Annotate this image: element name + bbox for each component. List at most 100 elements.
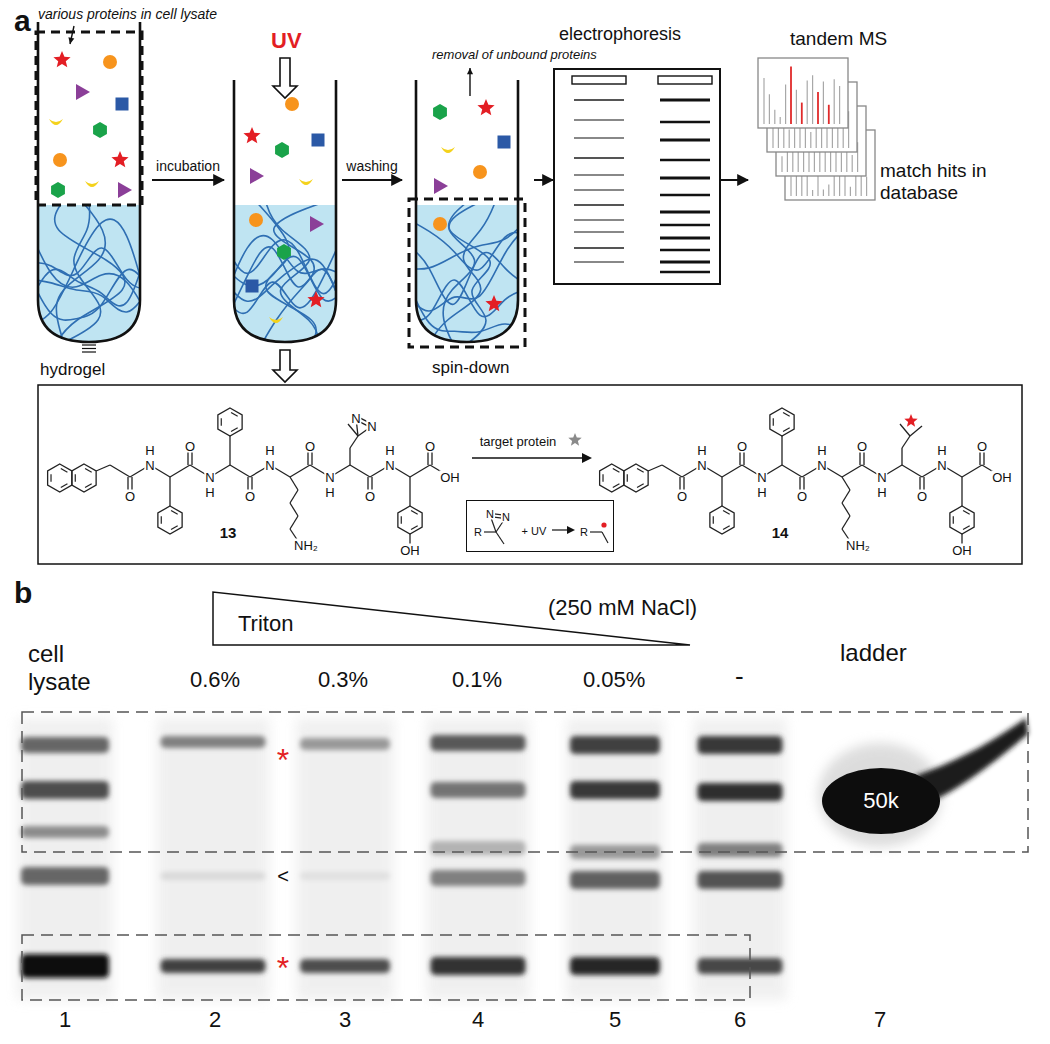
bond bbox=[722, 465, 742, 477]
protein-star bbox=[111, 151, 128, 167]
atom-label: O bbox=[796, 490, 808, 503]
gel-band bbox=[660, 271, 710, 273]
node-note: hydrogel bbox=[40, 360, 105, 380]
spectrum-peak bbox=[810, 132, 811, 148]
lane-label: 0.05% bbox=[583, 668, 645, 692]
lane-label: 0.6% bbox=[190, 668, 240, 692]
dashed-region bbox=[409, 199, 525, 347]
protein-moon bbox=[441, 147, 455, 153]
bond bbox=[411, 511, 418, 515]
protein-band bbox=[570, 871, 660, 889]
protein-hex bbox=[51, 182, 65, 198]
bond bbox=[50, 474, 51, 482]
atom-label: O bbox=[676, 490, 688, 503]
atom-label: O bbox=[184, 440, 196, 453]
dashed-region bbox=[22, 935, 750, 1000]
protein-hex bbox=[277, 244, 291, 260]
spectrum-peak bbox=[796, 90, 797, 124]
spectrum-peak bbox=[790, 67, 792, 124]
protein-band bbox=[698, 871, 783, 889]
flow-arrow bbox=[342, 179, 402, 181]
spectrum-peak bbox=[843, 128, 844, 148]
gel-band bbox=[574, 119, 624, 121]
gel-band bbox=[660, 194, 710, 196]
atom-label: O bbox=[304, 440, 316, 453]
lane-number: 3 bbox=[339, 1009, 351, 1031]
node-heading: UV bbox=[271, 28, 302, 53]
atom-label: NH₂ bbox=[845, 539, 871, 552]
atom-label: N bbox=[324, 471, 335, 484]
bond bbox=[910, 426, 922, 436]
spectrum-peak bbox=[834, 79, 835, 124]
spectrum-peak bbox=[790, 176, 791, 196]
bond bbox=[783, 428, 790, 432]
bond bbox=[962, 465, 982, 477]
node-heading: + UV bbox=[522, 525, 547, 538]
spectrum-peak bbox=[812, 190, 813, 196]
bond bbox=[781, 436, 782, 448]
aromatic-ring bbox=[710, 506, 734, 534]
spectrum-peak bbox=[850, 187, 851, 196]
gel-band bbox=[574, 99, 624, 101]
flow-arrow bbox=[721, 179, 748, 181]
atom-label: OH bbox=[951, 544, 973, 557]
tube-step: removal of unbound proteinsspin-down bbox=[402, 40, 534, 375]
target-star bbox=[568, 433, 581, 446]
hollow-arrow bbox=[273, 350, 297, 382]
protein-moon bbox=[299, 179, 313, 185]
gel-band bbox=[660, 210, 710, 213]
lane-background bbox=[818, 743, 942, 847]
ladder-band: 50k bbox=[822, 768, 940, 834]
protein-sq bbox=[498, 136, 511, 149]
bond bbox=[170, 465, 190, 477]
bond bbox=[781, 448, 782, 465]
protein-band bbox=[431, 841, 526, 855]
protein-tri bbox=[250, 168, 264, 184]
lane-number: 1 bbox=[59, 1009, 71, 1031]
bond bbox=[637, 484, 644, 488]
atom-label: N bbox=[350, 412, 361, 425]
aromatic-ring bbox=[158, 506, 182, 534]
protein-band bbox=[431, 870, 526, 886]
atom-label: N bbox=[936, 459, 947, 472]
protein-band bbox=[570, 781, 660, 799]
protein-band bbox=[21, 737, 109, 753]
protein-hex bbox=[275, 142, 289, 158]
spectrum-panel bbox=[758, 58, 848, 128]
reaction-label: target protein bbox=[480, 435, 557, 448]
marker-asterisk: * bbox=[277, 952, 289, 984]
tube-figure bbox=[222, 80, 348, 350]
spectrum-peak bbox=[828, 105, 830, 124]
bond bbox=[221, 418, 222, 426]
atom-label: H bbox=[324, 486, 335, 499]
atom-label: OH bbox=[991, 471, 1013, 484]
gel-well bbox=[658, 76, 712, 84]
gel-network bbox=[56, 200, 105, 350]
spectrum-peak bbox=[866, 177, 867, 196]
bond bbox=[953, 516, 954, 524]
atom-label: H bbox=[204, 486, 215, 499]
lane-background bbox=[296, 718, 394, 1000]
tube-outline bbox=[38, 22, 140, 342]
protein-circ bbox=[285, 97, 299, 111]
aromatic-ring bbox=[624, 464, 648, 492]
gel-band bbox=[574, 189, 624, 191]
bond bbox=[411, 526, 418, 530]
gel-band bbox=[660, 224, 710, 226]
bond bbox=[401, 516, 402, 524]
lane-label: ladder bbox=[840, 640, 907, 666]
panel-letter: b bbox=[14, 576, 32, 609]
protein-band bbox=[570, 736, 660, 754]
gel-well bbox=[572, 76, 626, 84]
flow-arrow bbox=[534, 179, 553, 181]
gel-band bbox=[574, 204, 624, 206]
protein-moon bbox=[49, 119, 63, 125]
bond bbox=[171, 526, 178, 530]
bond bbox=[961, 534, 962, 544]
molecule-structure bbox=[48, 408, 450, 544]
marker-asterisk: * bbox=[277, 744, 289, 776]
gel-band bbox=[660, 98, 710, 101]
bond bbox=[721, 494, 722, 506]
aromatic-ring bbox=[398, 506, 422, 534]
